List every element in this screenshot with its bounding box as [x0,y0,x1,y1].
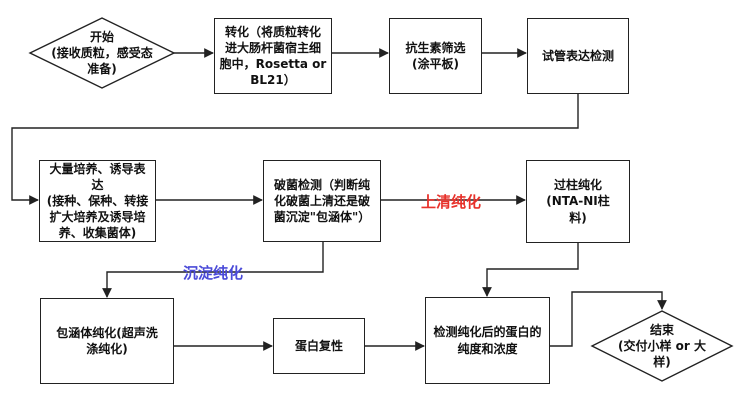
refold-node: 蛋白复性 [273,318,365,374]
start-node: 开始 (接收质粒，感受态 准备) [38,26,166,80]
end-diamond [590,310,734,382]
end-node-label: 结束 (交付小样 or 大 样) [617,322,706,370]
column-node-label: 过柱纯化 (NTA-NI柱 料) [546,178,610,225]
arrow-check-to-end [550,291,667,347]
inclusion-node: 包涵体纯化(超声洗 涤纯化) [40,298,174,384]
lysis-node-label: 破菌检测（判断纯 化破菌上清还是破 菌沉淀"包涵体"） [273,177,371,225]
supernatant-purification-label: 上清纯化 [421,193,482,211]
test-expression-node: 试管表达检测 [527,18,629,94]
refold-node-label: 蛋白复性 [294,338,343,353]
transform-node-label: 转化（将质粒转化 进大肠杆菌宿主细 胞中，Rosetta or BL21） [219,24,327,88]
check-node: 检测纯化后的蛋白的 纯度和浓度 [425,297,550,384]
culture-node: 大量培养、诱导表达 (接种、保种、转接 扩大培养及诱导培 养、收集菌体) [39,160,156,242]
start-node-label: 开始 (接收质粒，感受态 准备) [51,29,153,77]
test-expression-node-label: 试管表达检测 [541,48,614,63]
column-node: 过柱纯化 (NTA-NI柱 料) [526,160,630,243]
culture-node-label: 大量培养、诱导表达 (接种、保种、转接 扩大培养及诱导培 养、收集菌体) [46,161,149,241]
pellet-purification-label: 沉淀纯化 [183,264,244,282]
check-node-label: 检测纯化后的蛋白的 纯度和浓度 [433,325,542,356]
arrow-column-to-check [482,243,579,297]
inclusion-node-label: 包涵体纯化(超声洗 涤纯化) [56,325,158,356]
arrow-test-to-culture [11,93,579,205]
arrow-lysis-to-inclusion [102,242,324,298]
antibiotic-node: 抗生素筛选 (涂平板) [389,18,482,94]
antibiotic-node-label: 抗生素筛选 (涂平板) [405,40,466,71]
lysis-node: 破菌检测（判断纯 化破菌上清还是破 菌沉淀"包涵体"） [263,160,381,242]
end-node: 结束 (交付小样 or 大 样) [606,320,718,372]
transform-node: 转化（将质粒转化 进大肠杆菌宿主细 胞中，Rosetta or BL21） [214,18,332,94]
